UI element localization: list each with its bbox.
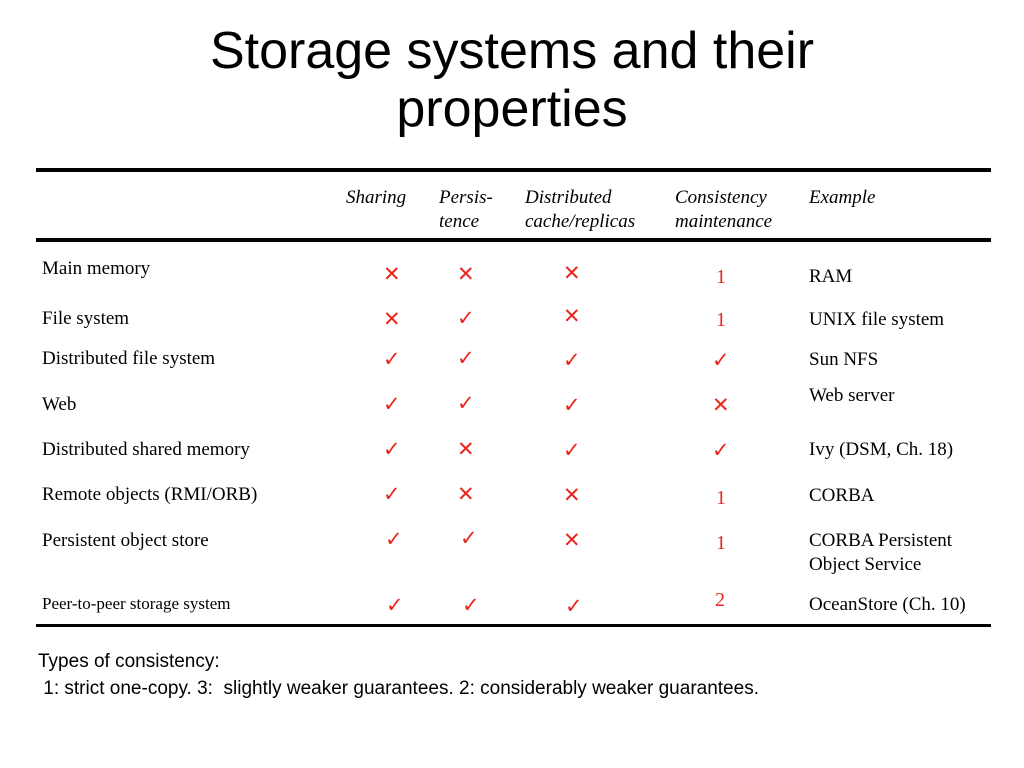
check-mark-icon: ✓ — [457, 306, 475, 330]
row-label: Distributed shared memory — [42, 439, 250, 460]
check-mark-icon: ✓ — [712, 438, 730, 462]
no-mark-icon: ✕ — [563, 483, 581, 507]
row-label: Web — [42, 394, 77, 415]
check-mark-icon: ✓ — [563, 348, 581, 372]
row-label: File system — [42, 308, 130, 329]
table-bottom-rule — [36, 624, 991, 627]
check-mark-icon: ✓ — [386, 593, 404, 617]
row-label: Remote objects (RMI/ORB) — [42, 484, 258, 505]
check-mark-icon: ✓ — [383, 392, 401, 416]
check-mark-icon: ✓ — [460, 526, 478, 550]
no-mark-icon: ✕ — [563, 528, 581, 552]
footnote-body: 1: strict one-copy. 3: slightly weaker g… — [38, 678, 759, 699]
example-cell: Ivy (DSM, Ch. 18) — [809, 439, 954, 460]
check-mark-icon: ✓ — [383, 482, 401, 506]
example-cell: OceanStore (Ch. 10) — [809, 594, 966, 615]
row-label: Persistent object store — [42, 530, 209, 551]
check-mark-icon: ✓ — [457, 391, 475, 415]
consistency-level: 1 — [716, 487, 726, 509]
example-cell: RAM — [809, 266, 853, 287]
header-sharing: Sharing — [346, 187, 407, 208]
example-cell: Sun NFS — [809, 349, 879, 370]
check-mark-icon: ✓ — [563, 393, 581, 417]
no-mark-icon: ✕ — [383, 262, 401, 286]
table-top-rule — [36, 168, 991, 172]
check-mark-icon: ✓ — [462, 593, 480, 617]
no-mark-icon: ✕ — [457, 437, 475, 461]
no-mark-icon: ✕ — [563, 304, 581, 328]
check-mark-icon: ✓ — [385, 527, 403, 551]
consistency-level: 1 — [716, 532, 726, 554]
check-mark-icon: ✓ — [457, 346, 475, 370]
header-distributed: Distributed cache/replicas — [525, 187, 636, 232]
consistency-level: 1 — [716, 309, 726, 331]
header-persistence: Persis- tence — [439, 187, 493, 232]
check-mark-icon: ✓ — [383, 347, 401, 371]
consistency-level: 1 — [716, 266, 726, 288]
check-mark-icon: ✓ — [383, 437, 401, 461]
check-mark-icon: ✓ — [565, 594, 583, 618]
row-label: Distributed file system — [42, 348, 216, 369]
example-cell: Web server — [809, 385, 895, 406]
example-cell: CORBA Persistent Object Service — [809, 530, 953, 575]
no-mark-icon: ✕ — [563, 261, 581, 285]
header-example: Example — [809, 187, 876, 208]
row-label: Main memory — [42, 258, 151, 279]
consistency-level: 2 — [715, 589, 725, 611]
example-cell: UNIX file system — [809, 309, 945, 330]
check-mark-icon: ✓ — [712, 348, 730, 372]
no-mark-icon: ✕ — [712, 393, 730, 417]
footnote-title: Types of consistency: — [38, 651, 220, 672]
row-label: Peer-to-peer storage system — [42, 594, 231, 613]
header-consistency: Consistency maintenance — [675, 187, 773, 232]
no-mark-icon: ✕ — [383, 307, 401, 331]
check-mark-icon: ✓ — [563, 438, 581, 462]
no-mark-icon: ✕ — [457, 262, 475, 286]
slide-title: Storage systems and their properties — [209, 22, 815, 138]
no-mark-icon: ✕ — [457, 482, 475, 506]
example-cell: CORBA — [809, 485, 875, 506]
table-header-rule — [36, 238, 991, 242]
